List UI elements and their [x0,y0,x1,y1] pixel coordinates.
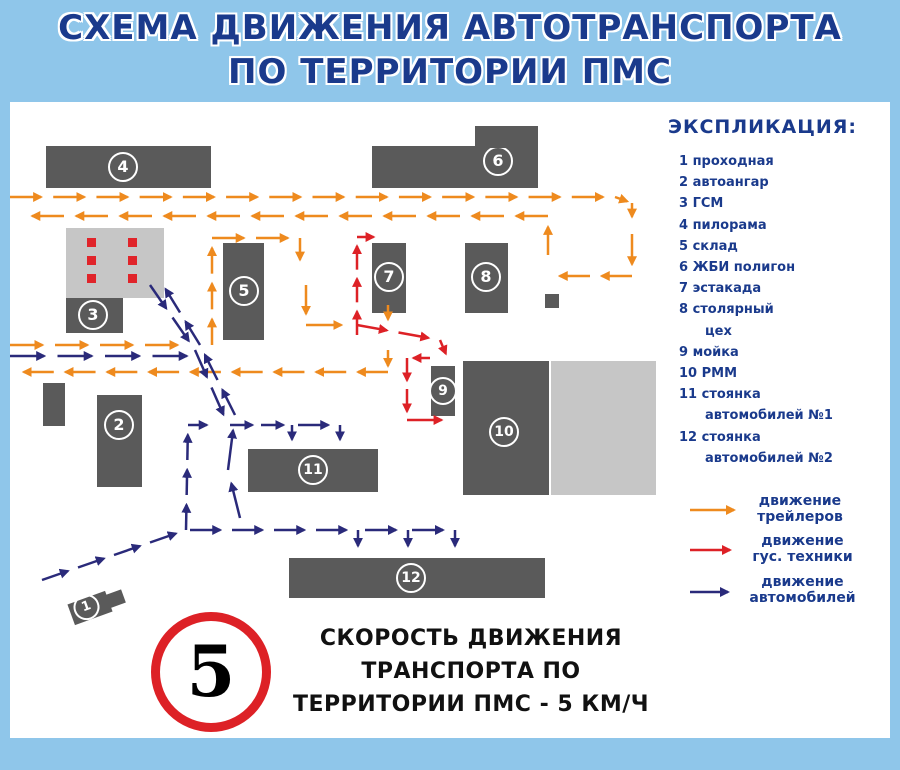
legend-list: 1 проходная 2 автоангар 3 ГСМ 4 пилорама… [679,151,833,469]
building-7: 7 [372,243,406,313]
building-10: 10 [463,361,549,495]
legend-item: 5 склад [679,238,738,254]
building-6: 6 [372,146,538,188]
building-2-label: 2 [104,410,134,440]
building-3-annex [66,228,164,298]
small-structure [43,383,65,426]
building-5: 5 [223,243,264,340]
building-9-label: 9 [429,377,457,405]
storage-tank-marker [87,274,96,283]
building-11-label: 11 [298,455,328,485]
legend-item: 4 пилорама [679,217,767,233]
speed-limit-sign: 5 [151,612,271,732]
legend-item: 12 стоянка [679,429,761,445]
car-route-arrow [203,353,219,381]
legend-item: автомобилей №1 [705,408,833,424]
map-panel [10,102,890,738]
building-10-annex [551,361,656,495]
tracked-route-arrow [438,339,448,356]
car-route-arrow [228,481,242,519]
trailer-route-arrow [614,193,630,204]
speed-limit-text: СКОРОСТЬ ДВИЖЕНИЯ ТРАНСПОРТА ПО ТЕРРИТОР… [266,622,676,721]
title-line-1: СХЕМА ДВИЖЕНИЯ АВТОТРАНСПОРТА [58,8,842,48]
key-cars-label: движение автомобилей [730,574,875,606]
title-line-2: ПО ТЕРРИТОРИИ ПМС [228,52,672,92]
legend-title: ЭКСПЛИКАЦИЯ: [668,116,857,138]
route-arrows [10,192,736,597]
building-2: 2 [97,395,142,487]
car-route-arrow [77,556,106,569]
key-trailers-line2: трейлеров [757,509,843,525]
car-route-arrow [149,531,178,544]
car-route-arrow [184,319,202,346]
speed-limit-number: 5 [186,630,236,713]
speed-text-line1: СКОРОСТЬ ДВИЖЕНИЯ [319,626,623,651]
legend-item: автомобилей №2 [705,450,833,466]
legend-item: 2 автоангар [679,175,769,191]
building-11: 11 [248,449,378,492]
storage-tank-marker [87,238,96,247]
key-tracked-line1: движение [761,533,844,549]
legend-item: 3 ГСМ [679,196,724,212]
key-cars-line1: движение [761,574,844,590]
key-tracked-label: движение гус. техники [735,533,870,565]
tracked-route-arrow [356,323,389,334]
storage-tank-marker [128,238,137,247]
building-3: 3 [66,298,123,333]
key-cars-line2: автомобилей [749,590,856,606]
legend-item: 11 стоянка [679,387,761,403]
car-route-arrow [221,388,237,416]
page-title: СХЕМА ДВИЖЕНИЯ АВТОТРАНСПОРТА ПО ТЕРРИТО… [0,6,900,94]
storage-tank-marker [128,274,137,283]
building-4-label: 4 [108,152,138,182]
building-12: 12 [289,558,545,598]
storage-tank-marker [128,256,137,265]
small-structure [545,294,559,308]
car-route-arrow [164,287,182,314]
building-6-annex [475,126,538,148]
building-8-label: 8 [471,262,501,292]
building-12-label: 12 [396,563,426,593]
key-trailers-label: движение трейлеров [740,493,860,525]
legend-item: цех [705,323,732,339]
legend-item: 10 РММ [679,366,738,382]
legend-item: 8 столярный [679,302,774,318]
building-5-label: 5 [229,276,259,306]
legend-item: 7 эстакада [679,281,762,297]
car-route-arrow [171,316,190,343]
building-7-label: 7 [374,262,404,292]
car-route-arrow [226,428,237,471]
building-3-label: 3 [78,300,108,330]
car-route-arrow [148,284,168,311]
storage-tank-marker [87,256,96,265]
car-route-arrow [41,568,70,582]
key-trailers-line1: движение [758,493,842,509]
car-route-arrow [210,386,225,417]
legend-item: 6 ЖБИ полигон [679,260,796,276]
building-8: 8 [465,243,508,313]
speed-text-line3: ТЕРРИТОРИИ ПМС - 5 КМ/Ч [292,692,650,717]
key-tracked-line2: гус. техники [752,549,853,565]
building-9: 9 [429,366,457,416]
building-4: 4 [46,146,211,188]
car-route-arrow [113,543,142,557]
tracked-route-arrow [398,331,431,342]
speed-text-line2: ТРАНСПОРТА ПО [361,659,581,684]
legend-item: 9 мойка [679,344,739,360]
building-10-label: 10 [489,417,519,447]
car-route-arrow [193,349,209,379]
legend-item: 1 проходная [679,154,774,169]
